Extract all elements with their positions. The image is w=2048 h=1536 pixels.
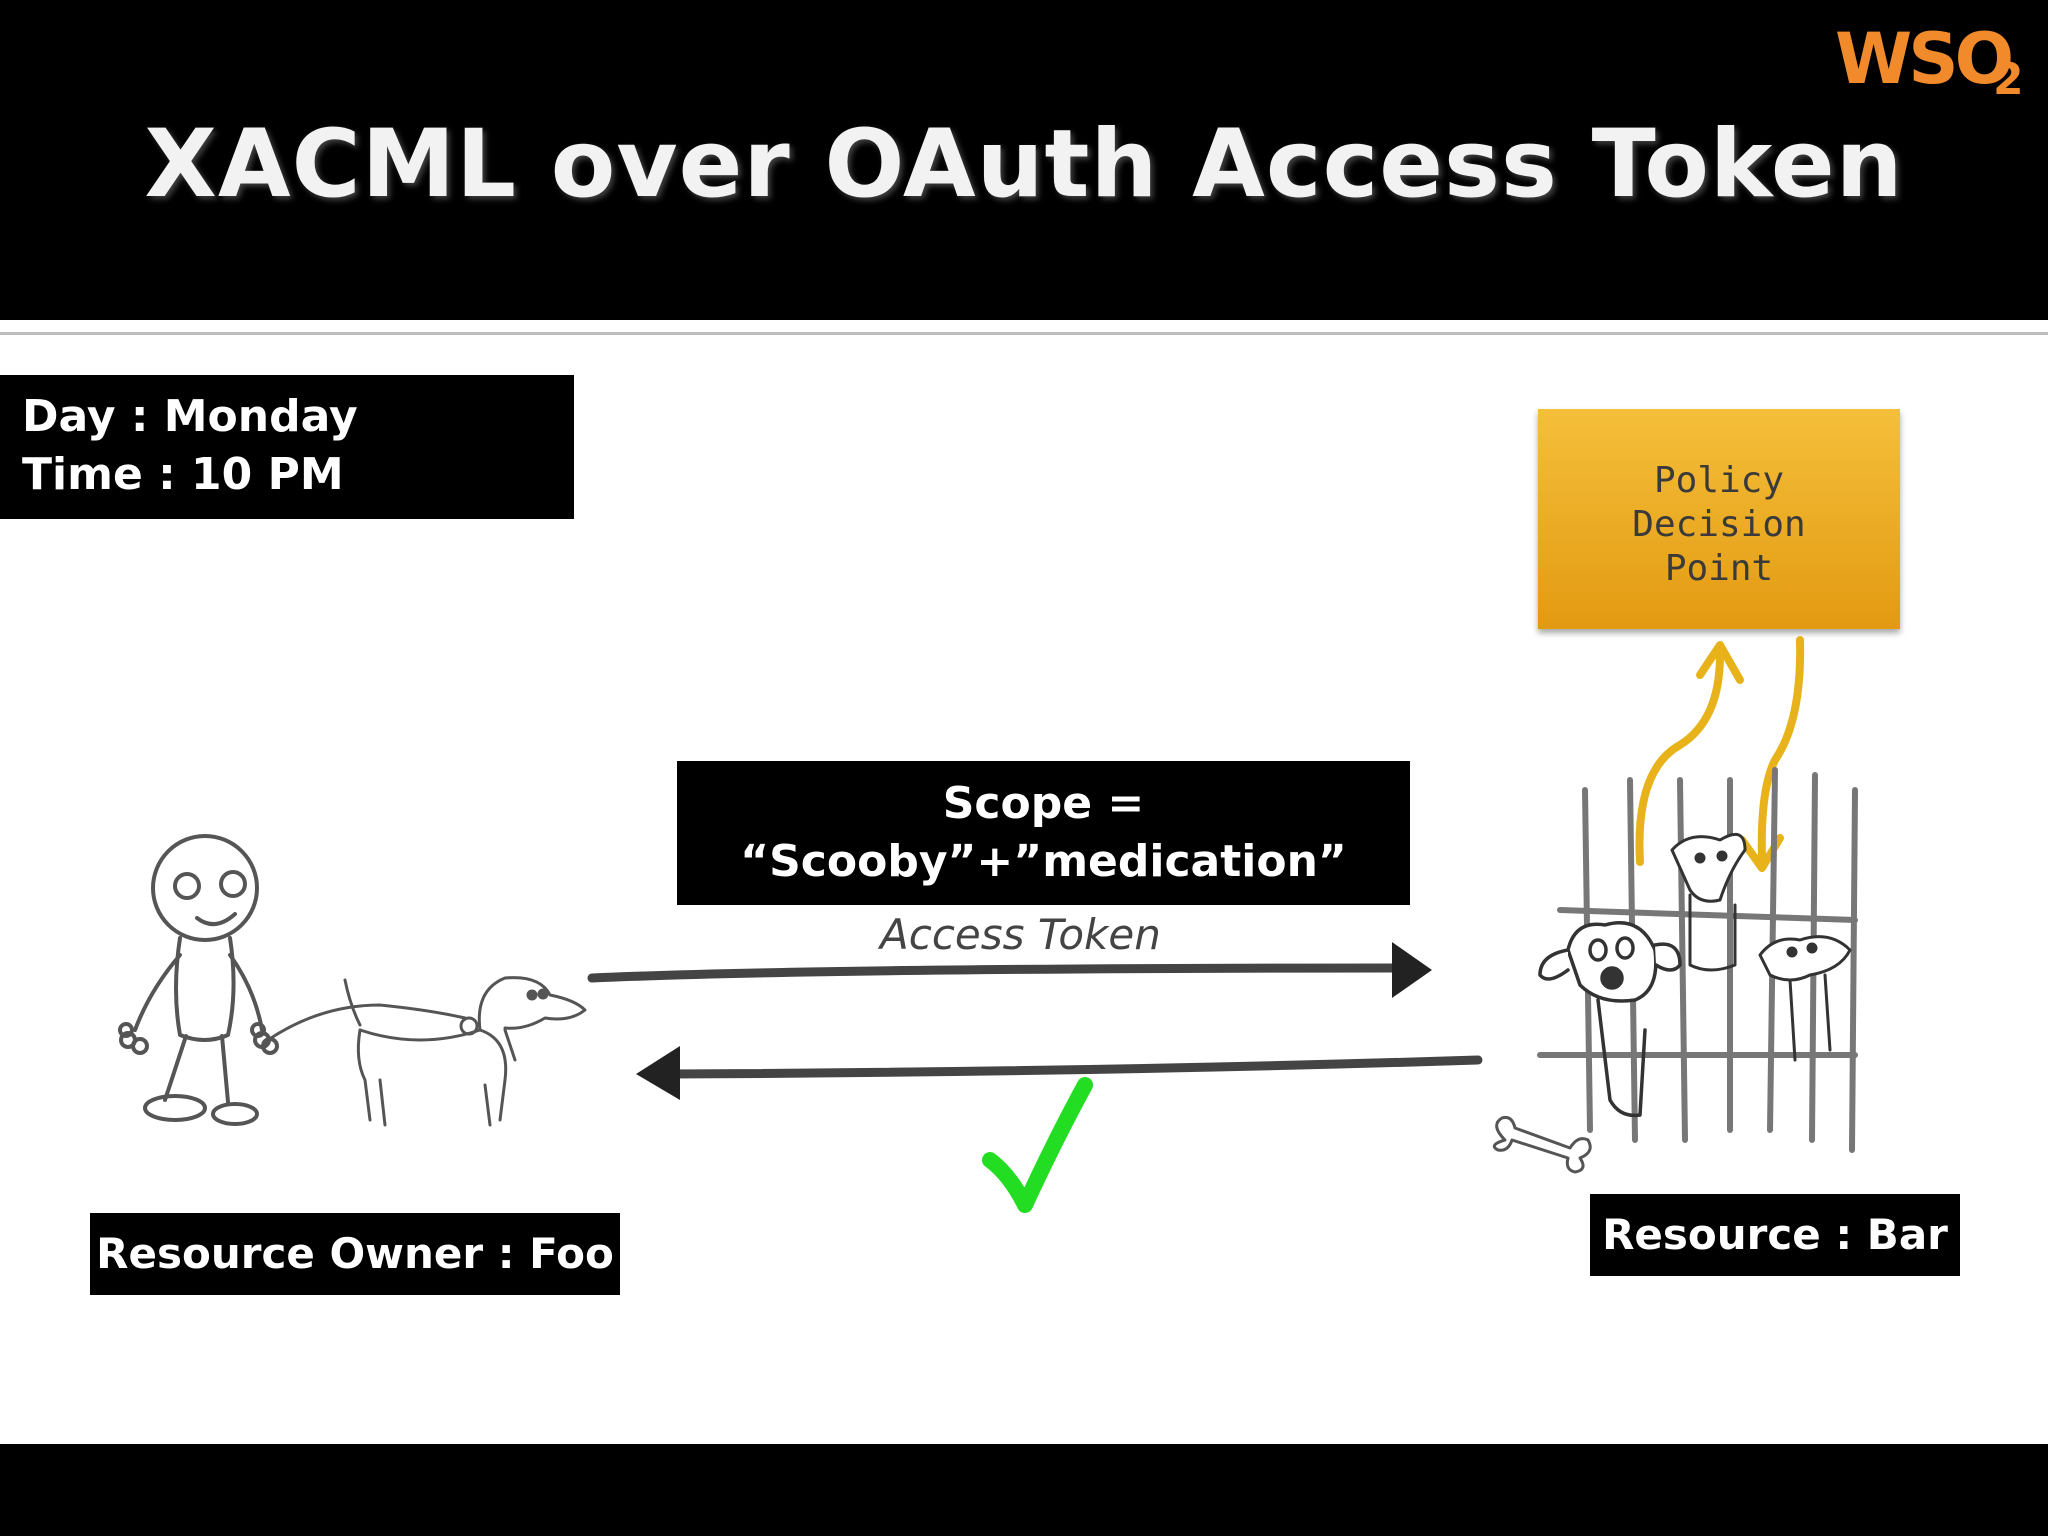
dog-in-cage-right-icon bbox=[1758, 935, 1852, 1062]
bone-icon bbox=[1492, 1116, 1592, 1174]
response-arrow bbox=[636, 1046, 1483, 1100]
pdp-line-1: Policy bbox=[1653, 460, 1785, 501]
pdp-request-arrow bbox=[1635, 641, 1744, 866]
dog-in-cage-back-icon bbox=[1670, 832, 1747, 972]
pdp-line-2: Decision bbox=[1632, 504, 1806, 545]
stick-figure-person-icon bbox=[118, 834, 279, 1126]
dog-on-leash-icon bbox=[266, 976, 587, 1127]
pdp-response-arrow bbox=[1738, 636, 1805, 872]
header-divider-thin bbox=[0, 332, 2048, 335]
header-divider bbox=[0, 320, 2048, 328]
scope-line-1: Scope = bbox=[942, 778, 1145, 829]
time-label: Time : 10 PM bbox=[22, 449, 344, 500]
dog-in-cage-front-icon bbox=[1538, 921, 1682, 1118]
policy-decision-point: Policy Decision Point bbox=[1538, 409, 1900, 629]
access-token-label: Access Token bbox=[880, 910, 1161, 959]
scope-line-2: “Scooby”+”medication” bbox=[740, 836, 1347, 887]
access-token-arrow bbox=[587, 942, 1432, 998]
check-mark-icon bbox=[982, 1077, 1093, 1213]
day-label: Day : Monday bbox=[22, 391, 358, 442]
slide-title: XACML over OAuth Access Token bbox=[144, 110, 1904, 219]
pdp-line-3: Point bbox=[1664, 548, 1774, 589]
logo-text: WSO bbox=[1835, 18, 2014, 100]
scope-box: Scope = “Scooby”+”medication” bbox=[677, 761, 1410, 905]
resource-owner-label: Resource Owner : Foo bbox=[96, 1229, 614, 1278]
resource-label: Resource : Bar bbox=[1602, 1210, 1948, 1259]
wso2-logo: WSO 2 bbox=[1835, 14, 2035, 105]
resource-owner-box: Resource Owner : Foo bbox=[90, 1213, 620, 1295]
slide-header: XACML over OAuth Access Token WSO 2 bbox=[0, 0, 2048, 320]
day-time-box: Day : Monday Time : 10 PM bbox=[0, 375, 574, 519]
resource-box: Resource : Bar bbox=[1590, 1194, 1960, 1276]
logo-subscript: 2 bbox=[1993, 54, 2024, 105]
slide-footer bbox=[0, 1444, 2048, 1536]
